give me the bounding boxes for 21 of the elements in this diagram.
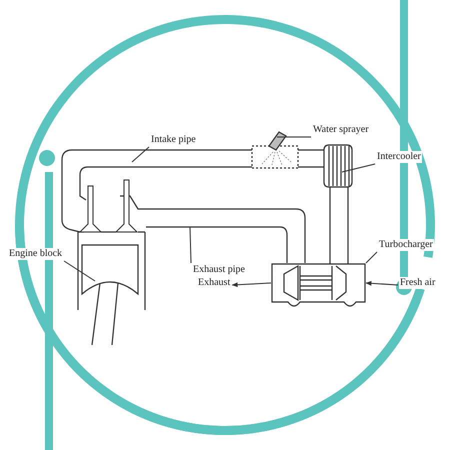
leader-line <box>64 260 96 282</box>
flow-arrow <box>232 282 272 288</box>
turbocharger-drawing <box>271 263 366 307</box>
part-label: Intercooler <box>376 151 422 163</box>
exhaust-pipe-drawing <box>119 195 306 264</box>
part-label: Exhaust pipe <box>192 264 246 276</box>
part-label: Water sprayer <box>312 124 370 136</box>
part-label: Engine block <box>8 248 64 260</box>
intercooler-drawing <box>323 144 353 265</box>
water-sprayer-drawing <box>251 131 299 169</box>
engine-block-drawing <box>77 231 146 346</box>
leader-line <box>366 252 378 264</box>
part-label: Turbocharger <box>378 239 434 251</box>
part-label: Intake pipe <box>150 134 197 146</box>
leader-line <box>190 226 192 264</box>
flow-label: Fresh air <box>399 277 436 289</box>
leader-line <box>342 164 376 172</box>
leader-line <box>276 136 312 138</box>
leader-line <box>132 146 150 162</box>
flow-arrow <box>365 280 398 286</box>
intake-pipe-drawing <box>61 149 325 233</box>
